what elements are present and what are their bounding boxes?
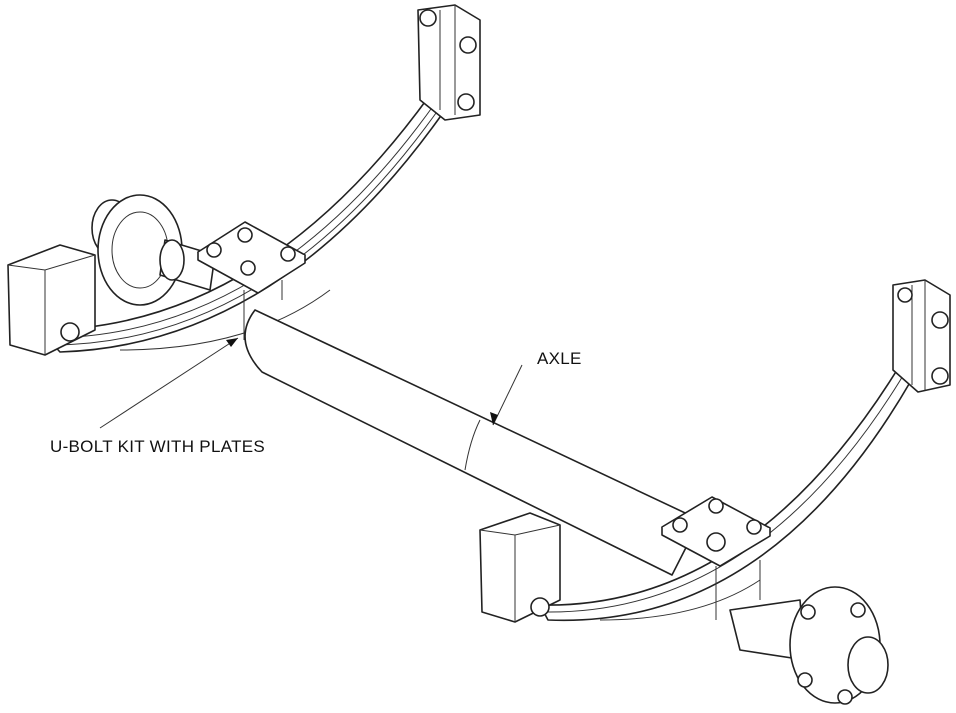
axle-leader-line [490,364,523,426]
ubolt-kit-label: U-BOLT KIT WITH PLATES [50,437,266,456]
right-spring-hanger [892,279,951,393]
right-ubolt-plate [661,496,771,620]
ubolt-leader-line [99,337,239,429]
right-spring-bracket [479,512,561,623]
left-ubolt-plate [197,221,306,340]
top-spring-hanger [417,4,481,121]
left-hub [91,194,216,306]
left-spring-bracket [7,244,96,356]
axle-label: AXLE [537,349,582,368]
right-hub [729,586,889,705]
axle-tube [244,309,701,576]
